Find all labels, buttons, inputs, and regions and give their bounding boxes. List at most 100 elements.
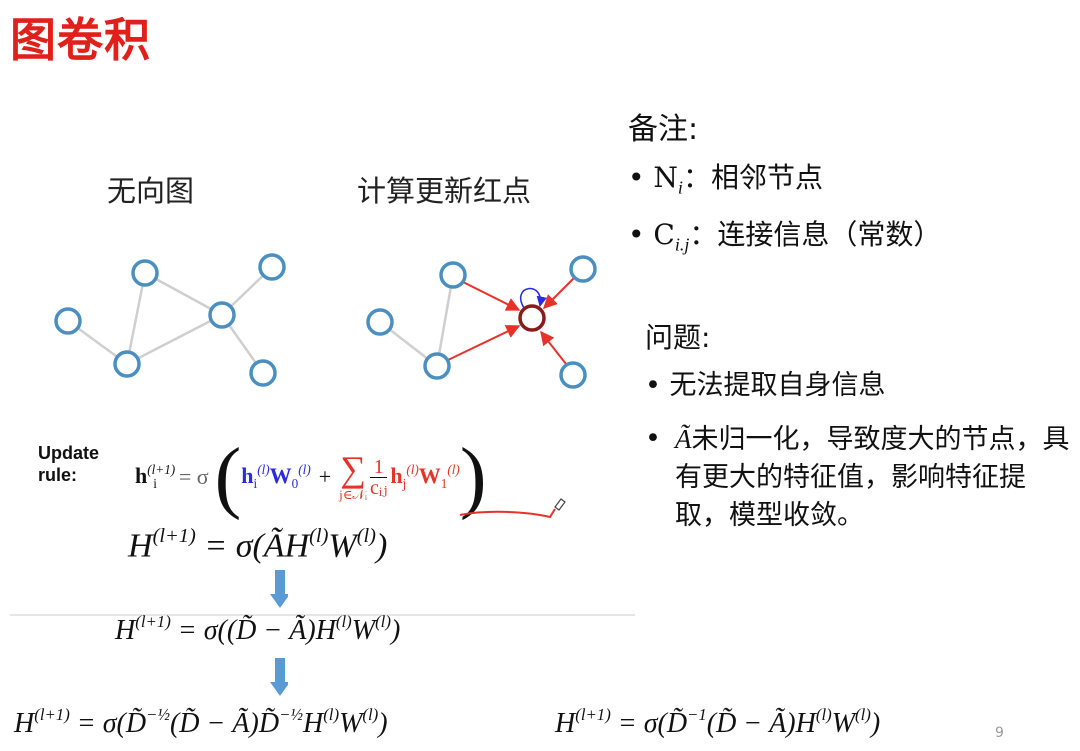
f-sup: (l) — [447, 462, 460, 478]
message-edge — [540, 330, 567, 365]
formula-superscript: −½ — [146, 705, 170, 724]
formula-adjacency: H(l+1) = σ(ÃH(l)W(l)) — [128, 525, 387, 565]
formula-superscript: (l) — [323, 705, 340, 724]
formula-laplacian: H(l+1) = σ((D̃ − Ã)H(l)W(l)) — [115, 612, 400, 647]
graph-edge — [435, 274, 455, 367]
f-sub: i — [153, 475, 157, 491]
formula-token: H — [14, 707, 35, 739]
formula-superscript: (l+1) — [34, 705, 70, 724]
notes-heading: 备注: — [628, 112, 699, 147]
note-symbol: C — [653, 218, 675, 251]
formula-token: W — [831, 707, 856, 739]
f-token: W — [269, 463, 292, 489]
problem-item: • Ã未归一化，导致度大的节点，具有更大的特征值，影响特征提取，模型收敛。 — [645, 423, 1070, 531]
frac-den: cᵢⱼ — [369, 476, 388, 499]
formula-token: = σ(ÃH — [195, 527, 310, 565]
note-symbol-sub: i — [677, 177, 683, 198]
f-token: h — [241, 463, 254, 489]
formula-token: = σ(D̃ — [69, 707, 147, 739]
sum-symbol: ∑ — [340, 449, 366, 489]
formula-token: (D̃ − Ã)H — [706, 707, 816, 739]
formula-random-walk-normalized: H(l+1) = σ(D̃−1(D̃ − Ã)H(l)W(l)) — [555, 705, 880, 740]
formula-token: = σ((D̃ − Ã)H — [170, 614, 336, 646]
formula-token: W — [351, 614, 376, 646]
f-token: W — [418, 463, 441, 489]
graph-node — [439, 261, 467, 289]
formula-token: H — [128, 527, 153, 565]
message-edge — [543, 277, 575, 309]
update-graph — [366, 255, 597, 389]
f-sup: (l) — [406, 462, 419, 478]
caption-update-red-node: 计算更新红点 — [357, 174, 532, 208]
formula-symmetric-normalized: H(l+1) = σ(D̃−½(D̃ − Ã)D̃−½H(l)W(l)) — [14, 705, 388, 740]
slide-title: 图卷积 — [10, 13, 151, 67]
formula-superscript: (l) — [309, 525, 329, 547]
undirected-graph — [67, 266, 273, 374]
problem-item: • 无法提取自身信息 — [645, 370, 886, 401]
graph-node — [208, 301, 236, 329]
f-sub: j — [402, 475, 407, 491]
formula-superscript: (l) — [855, 705, 871, 724]
f-token: + — [318, 464, 332, 489]
graph-node — [258, 253, 286, 281]
target-red-node — [518, 304, 546, 332]
formula-token: ) — [870, 707, 881, 739]
update-rule-label: Update rule: — [38, 443, 100, 485]
graph-diagrams — [54, 253, 597, 389]
frac-num: 1 — [373, 455, 384, 478]
problem-text: 无法提取自身信息 — [669, 370, 886, 401]
pen-cursor-icon — [554, 498, 566, 511]
formula-token: = σ(D̃ — [610, 707, 688, 739]
formula-superscript: −1 — [687, 705, 707, 724]
note-symbol: N — [653, 161, 678, 194]
graph-node — [249, 359, 277, 387]
formula-superscript: (l) — [815, 705, 832, 724]
message-edge — [447, 325, 521, 361]
problem-symbol: Ã — [675, 424, 692, 454]
f-sub: i — [253, 475, 258, 491]
problem-text: 未归一化，导致度大的节点，具有更大的特征值，影响特征提取，模型收敛。 — [675, 424, 1070, 531]
graph-node — [113, 350, 141, 378]
graph-node — [131, 259, 159, 287]
graph-node — [569, 255, 597, 283]
down-arrow-icon — [270, 570, 288, 608]
note-symbol-sub: i.j — [674, 234, 690, 255]
formula-token: ) — [378, 707, 388, 739]
divider — [10, 614, 635, 616]
formula-token: W — [328, 527, 357, 565]
graph-node — [366, 308, 394, 336]
left-paren: ( — [214, 433, 242, 521]
formula-superscript: (l+1) — [135, 612, 171, 631]
graph-edge — [126, 313, 223, 366]
graph-node — [423, 352, 451, 380]
graph-node — [559, 361, 587, 389]
self-loop-edge — [520, 287, 547, 309]
note-item: • Ni：相邻节点 — [628, 161, 823, 198]
graph-edge — [125, 272, 147, 365]
f-sup: (l) — [257, 462, 270, 478]
f-sup: (l+1) — [147, 462, 176, 478]
formula-token: ) — [375, 527, 388, 565]
formula-token: H — [115, 614, 136, 646]
caption-undirected-graph: 无向图 — [107, 174, 195, 208]
formula-superscript: (l) — [362, 705, 379, 724]
formula-token: H — [302, 707, 324, 739]
formula-superscript: −½ — [279, 705, 303, 724]
f-token: h — [390, 463, 403, 489]
formula-token: (D̃ − Ã)D̃ — [169, 707, 280, 739]
down-arrow-icon — [270, 658, 288, 696]
handwritten-underline — [459, 498, 566, 519]
graph-node — [54, 307, 82, 335]
page-number: 9 — [995, 725, 1004, 741]
formula-superscript: (l) — [356, 525, 376, 547]
formula-superscript: (l+1) — [152, 525, 196, 547]
problems-heading: 问题: — [645, 321, 711, 354]
f-token: = σ — [178, 464, 209, 489]
formula-superscript: (l+1) — [575, 705, 611, 724]
f-sub: 0 — [291, 475, 299, 491]
formula-superscript: (l) — [335, 612, 352, 631]
sum-index: j∈𝒩ᵢ — [339, 487, 367, 502]
right-paren: ) — [459, 433, 487, 521]
